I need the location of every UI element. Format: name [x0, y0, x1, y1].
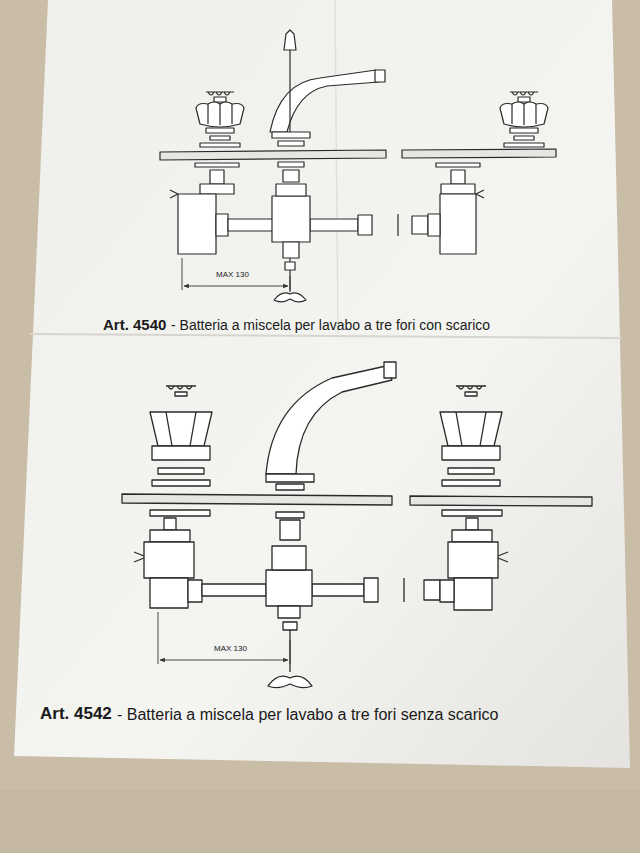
fold-line: [335, 0, 338, 334]
article-number: Art. 4542: [40, 705, 112, 724]
faucet-drawing: [122, 362, 592, 688]
dimension-line: [182, 258, 290, 290]
dimension-label: MAX 130: [214, 271, 251, 280]
caption-text: - Batteria a miscela per lavabo a tre fo…: [171, 318, 490, 333]
dimension-label: MAX 130: [212, 645, 249, 654]
article-number: Art. 4540: [103, 317, 166, 334]
dimension-line: [158, 612, 290, 664]
faucet-drawing: [160, 30, 556, 302]
caption-text: - Batteria a miscela per lavabo a tre fo…: [117, 706, 499, 724]
paper-sheet: [14, 0, 630, 768]
table-surface: [0, 790, 640, 853]
fold-line: [30, 334, 622, 338]
